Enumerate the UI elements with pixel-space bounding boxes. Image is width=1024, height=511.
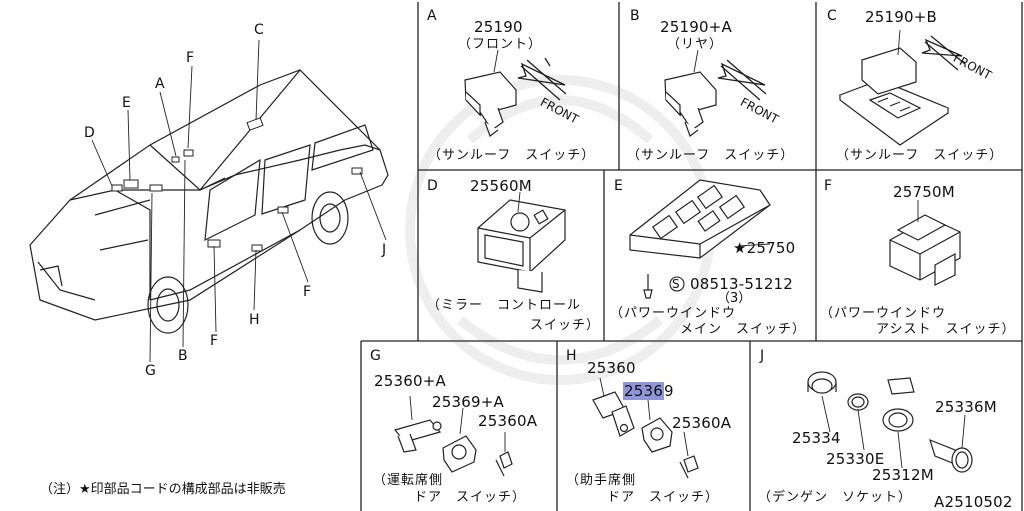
panel-d-caption-1: （ミラー コントロール: [427, 298, 582, 313]
panel-g-letter: G: [370, 348, 381, 364]
panel-f-caption-2: アシスト スイッチ）: [876, 322, 1016, 337]
panel-e-screw-qty: （3）: [717, 291, 752, 306]
panel-b-caption: （サンルーフ スイッチ）: [627, 148, 795, 163]
panel-c-letter: C: [827, 8, 837, 24]
panel-g-part-1: 25360+A: [374, 372, 446, 390]
panel-b-part: 25190+A: [660, 18, 732, 36]
panel-e-caption-1: （パワーウインドウ: [610, 306, 737, 321]
panel-g-part-2: 25369+A: [432, 393, 504, 411]
station-wagon-illustration: [29, 69, 389, 334]
panel-g-part-3: 25360A: [478, 412, 538, 430]
passenger-door-switch-drawing: [592, 391, 699, 479]
callout-j: J: [382, 242, 387, 258]
panel-d-caption-2: スイッチ）: [530, 318, 601, 333]
panel-h-part-1: 25360: [587, 359, 636, 377]
panel-j-part-3: 25330E: [826, 450, 885, 468]
callout-c: C: [254, 22, 264, 38]
panel-g-caption-2: ドア スイッチ）: [414, 490, 527, 505]
panel-h-part-3: 25360A: [672, 414, 732, 432]
panel-j-letter: J: [760, 348, 765, 364]
driver-door-switch-drawing: [393, 419, 513, 477]
panel-h-part-2-highlight: 2536: [623, 382, 664, 400]
panel-e-screw-symbol: S: [672, 277, 680, 291]
panel-h-part-2: 25369: [623, 382, 674, 400]
front-arrow-a: [517, 57, 567, 101]
panel-e-caption-2: メイン スイッチ）: [680, 322, 807, 337]
panel-c-part: 25190+B: [865, 8, 937, 26]
panel-a-caption: （サンルーフ スイッチ）: [428, 148, 596, 163]
power-window-assist-switch-drawing: [889, 214, 961, 286]
front-arrow-c: [921, 35, 966, 71]
panel-e-screw: 08513-51212: [690, 275, 794, 293]
panel-c-caption: （サンルーフ スイッチ）: [836, 148, 1004, 163]
power-socket-drawing: [807, 371, 973, 473]
callout-h: H: [249, 312, 260, 328]
panel-a-part: 25190: [474, 18, 523, 36]
callout-f2: F: [303, 284, 312, 300]
overview-leaders: [91, 39, 387, 363]
panel-f-part: 25750M: [893, 183, 955, 201]
panel-h-part-2-rest: 9: [663, 382, 674, 400]
drawing-id: A2510502: [934, 493, 1013, 511]
panel-j-part-2: 25334: [792, 429, 841, 447]
front-arrow-b: [717, 59, 767, 101]
panel-a-sub: （フロント）: [458, 37, 543, 52]
callout-f3: F: [210, 333, 219, 349]
panel-e-part: ★25750: [733, 239, 796, 257]
panel-f-letter: F: [824, 178, 833, 194]
panel-d-letter: D: [427, 178, 438, 194]
panel-j-part-4: 25312M: [872, 466, 934, 484]
sunroof-switch-front-drawing: [464, 71, 517, 137]
panel-j-caption: （デンゲン ソケット）: [758, 490, 913, 505]
callout-a: A: [155, 76, 165, 92]
panel-j-part-1: 25336M: [935, 398, 997, 416]
mirror-control-switch-drawing: [477, 199, 566, 293]
car-switch-markers: [111, 117, 363, 252]
panel-h-caption-1: （助手席側: [566, 473, 637, 488]
power-window-main-switch-drawing: [629, 179, 771, 299]
callout-g: G: [145, 363, 156, 379]
panel-h-letter: H: [566, 348, 577, 364]
sunroof-switch-drawing: [838, 47, 950, 146]
callout-d: D: [84, 125, 95, 141]
panel-f-caption-1: （パワーウインドウ: [820, 306, 947, 321]
panel-e-letter: E: [614, 178, 623, 194]
panel-g-caption-1: （運転席側: [373, 473, 444, 488]
footnote: （注）★印部品コードの構成部品は非販売: [40, 482, 286, 497]
panel-b-sub: （リヤ）: [667, 37, 724, 52]
callout-f1: F: [186, 50, 195, 66]
panel-h-caption-2: ドア スイッチ）: [607, 490, 720, 505]
sunroof-switch-rear-drawing: [664, 71, 717, 137]
panel-a-letter: A: [427, 8, 437, 24]
panel-b-letter: B: [630, 8, 640, 24]
panel-d-part: 25560M: [470, 177, 532, 195]
callout-b: B: [178, 348, 188, 364]
callout-e: E: [122, 95, 131, 111]
